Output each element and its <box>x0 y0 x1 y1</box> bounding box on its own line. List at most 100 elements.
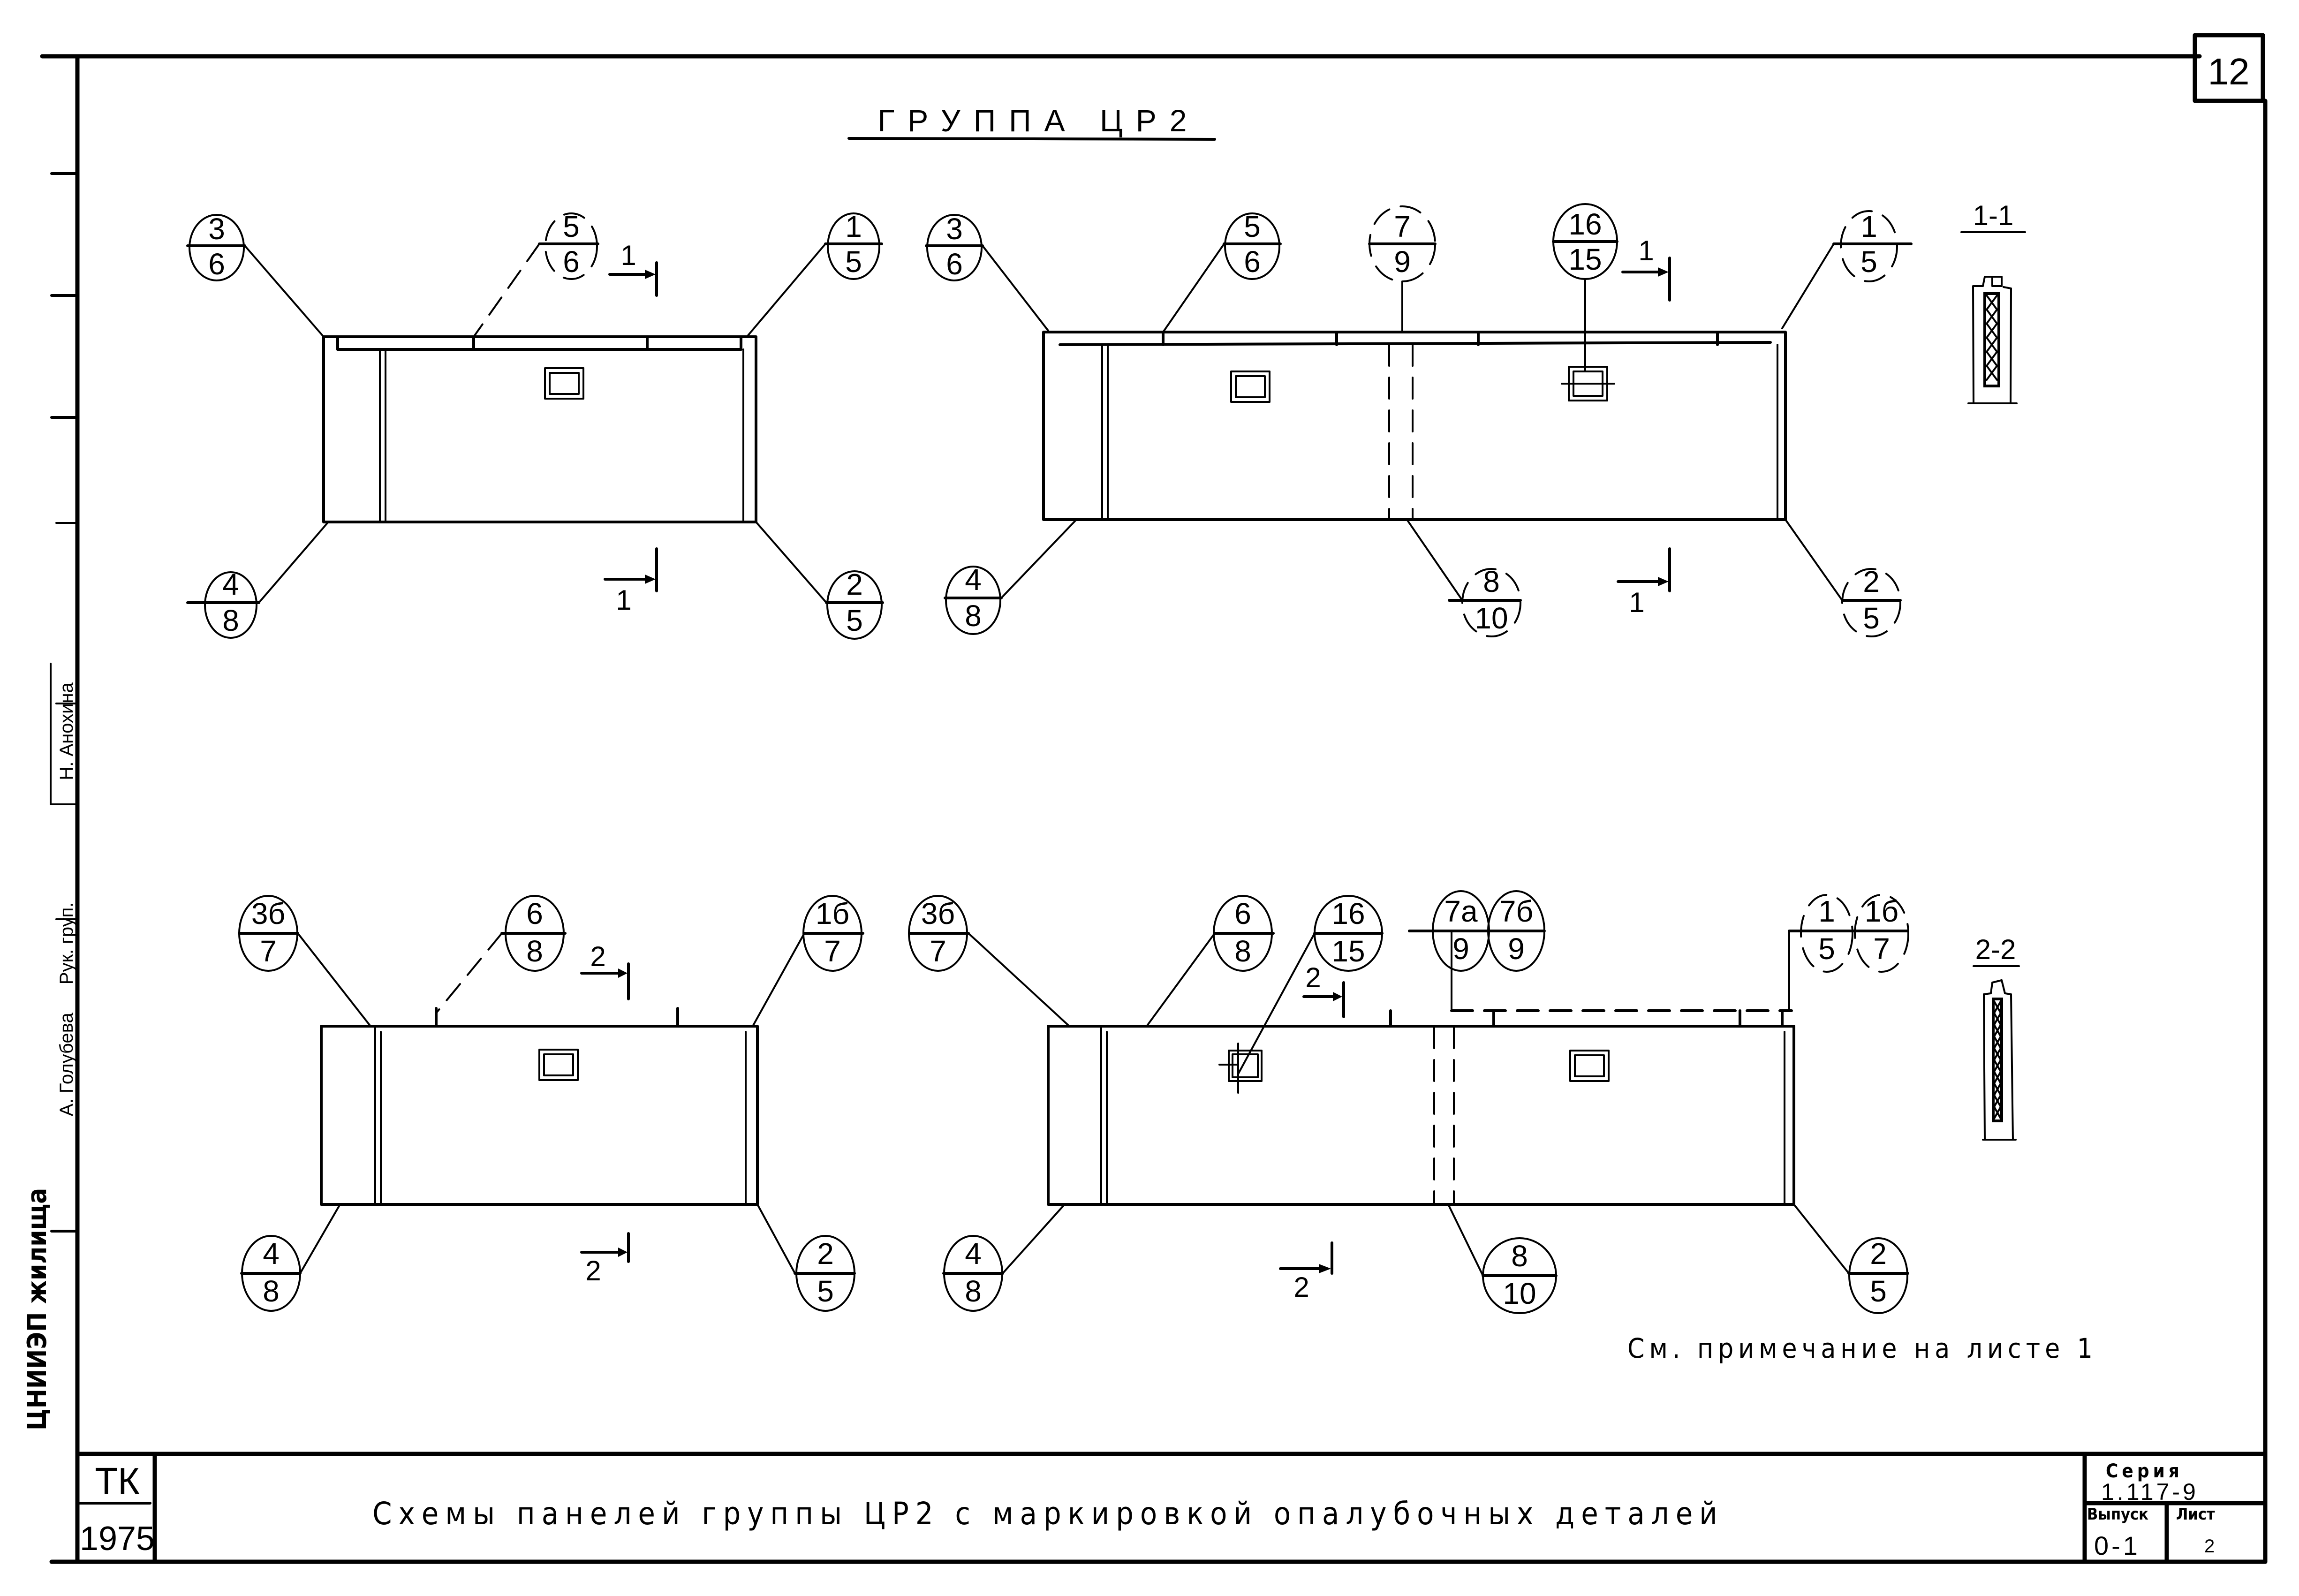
side-stamp-org: ЦНИИЭП жилища <box>22 1188 53 1430</box>
svg-text:8: 8 <box>1234 934 1251 968</box>
svg-text:15: 15 <box>1568 242 1602 276</box>
panel-top-left <box>322 335 757 523</box>
callout-1b-7: 1б 7 <box>752 895 864 1027</box>
side-stamp-signatures: А. ГолубеваРук. груп.Н. Анохина <box>56 682 77 1116</box>
callout-8-10: 8 10 <box>1406 519 1522 637</box>
svg-text:6: 6 <box>946 247 963 281</box>
svg-text:5: 5 <box>563 210 580 243</box>
svg-text:1: 1 <box>1818 894 1835 928</box>
svg-text:8: 8 <box>263 1274 280 1308</box>
svg-text:5: 5 <box>1818 932 1835 966</box>
callout-1b-7: 1б 7 <box>1853 894 1909 973</box>
svg-text:4: 4 <box>965 1237 982 1271</box>
svg-text:6: 6 <box>1244 245 1261 279</box>
callout-3-6: 3 6 <box>186 212 325 338</box>
callout-2-5: 2 5 <box>756 1203 856 1312</box>
svg-text:2: 2 <box>1863 565 1880 598</box>
section-1-1-label: 1-1 <box>1973 200 2014 231</box>
callout-16-15: 16 15 <box>1552 203 1618 371</box>
title-block-org: ТК <box>95 1460 140 1502</box>
svg-text:6: 6 <box>526 897 543 930</box>
svg-text:10: 10 <box>1475 601 1508 635</box>
side-stamp: А. ГолубеваРук. груп.Н. Анохина ЦНИИЭП ж… <box>22 519 79 1430</box>
svg-text:8: 8 <box>222 604 239 637</box>
svg-text:6: 6 <box>208 247 225 281</box>
svg-text:7а: 7а <box>1444 894 1478 928</box>
svg-text:16: 16 <box>1331 897 1365 930</box>
svg-text:4: 4 <box>222 567 239 601</box>
svg-text:7: 7 <box>824 934 841 968</box>
svg-text:2: 2 <box>1305 962 1321 993</box>
callout-16-15: 16 15 <box>1237 895 1384 1075</box>
svg-text:1: 1 <box>1629 587 1644 618</box>
section-mark-2-bottom: 2 <box>1279 1241 1333 1303</box>
page-number-box: 12 <box>2193 33 2265 103</box>
panel-top-right <box>1042 331 1787 521</box>
callout-4-8: 4 8 <box>942 1203 1066 1312</box>
section-mark-1-bottom: 1 <box>604 547 658 616</box>
title-block-year: 1975 <box>80 1520 155 1558</box>
callout-7-9: 7 9 <box>1368 205 1437 333</box>
svg-text:5: 5 <box>845 245 862 279</box>
sheet-label: Лист <box>2176 1505 2215 1524</box>
callout-4-8: 4 8 <box>240 1203 341 1312</box>
issue-label: Выпуск <box>2087 1505 2148 1524</box>
svg-text:1б: 1б <box>1865 894 1898 928</box>
svg-text:7: 7 <box>930 934 946 968</box>
svg-text:9: 9 <box>1508 932 1525 966</box>
svg-text:9: 9 <box>1394 245 1411 279</box>
sheet-frame <box>40 54 2268 1564</box>
svg-text:1: 1 <box>1638 235 1654 266</box>
svg-text:16: 16 <box>1568 207 1602 241</box>
callout-8-10: 8 10 <box>1447 1203 1558 1314</box>
svg-text:8: 8 <box>526 934 543 968</box>
series-label: Серия <box>2106 1460 2183 1482</box>
callout-5-6: 5 6 <box>473 210 599 338</box>
callout-4-8: 4 8 <box>944 519 1077 635</box>
callout-2-5: 2 5 <box>755 521 884 640</box>
callout-3-6: 3 6 <box>925 212 1049 332</box>
svg-text:1: 1 <box>620 240 636 271</box>
callout-1-5: 1 5 <box>1788 894 1856 1012</box>
group-title: ГРУППА ЦР2 <box>847 103 1216 141</box>
callout-4-8: 4 8 <box>186 521 329 639</box>
svg-text:10: 10 <box>1503 1277 1536 1310</box>
svg-text:3: 3 <box>946 212 963 246</box>
svg-text:1б: 1б <box>816 897 849 930</box>
svg-text:1: 1 <box>845 210 862 243</box>
svg-text:2: 2 <box>817 1237 834 1271</box>
callout-3b-7: 3б 7 <box>908 895 1070 1027</box>
series-value: 1.117-9 <box>2101 1479 2199 1505</box>
page-number: 12 <box>2208 51 2250 92</box>
svg-text:8: 8 <box>965 599 982 633</box>
callout-1-5: 1 5 <box>747 210 883 336</box>
svg-text:1: 1 <box>1860 210 1877 243</box>
callout-2-5: 2 5 <box>1793 1203 1909 1314</box>
svg-text:8: 8 <box>1511 1239 1528 1273</box>
section-mark-2-top: 2 <box>580 941 630 1000</box>
svg-text:5: 5 <box>1244 210 1261 243</box>
svg-text:2: 2 <box>1293 1271 1309 1303</box>
callout-7b-9: 7б 9 <box>1487 890 1546 972</box>
svg-text:5: 5 <box>1863 601 1880 635</box>
svg-text:2: 2 <box>1870 1237 1887 1271</box>
section-mark-2-top: 2 <box>1302 962 1345 1018</box>
svg-text:7: 7 <box>1873 932 1890 966</box>
svg-text:8: 8 <box>1483 565 1500 598</box>
section-2-2: 2-2 <box>1973 934 2020 1141</box>
svg-text:7б: 7б <box>1499 894 1533 928</box>
callout-6-8: 6 8 <box>1146 895 1275 1027</box>
svg-text:6: 6 <box>563 245 580 279</box>
svg-text:1: 1 <box>616 584 631 616</box>
svg-text:5: 5 <box>846 604 863 637</box>
section-mark-1-top: 1 <box>1621 235 1671 302</box>
callout-2-5: 2 5 <box>1785 519 1902 637</box>
svg-text:3: 3 <box>208 212 225 246</box>
svg-text:9: 9 <box>1452 932 1469 966</box>
svg-text:7: 7 <box>260 934 277 968</box>
sheet-value: 2 <box>2204 1536 2215 1557</box>
svg-text:7: 7 <box>1394 210 1411 243</box>
svg-text:3б: 3б <box>251 897 285 930</box>
callout-5-6: 5 6 <box>1162 210 1282 333</box>
